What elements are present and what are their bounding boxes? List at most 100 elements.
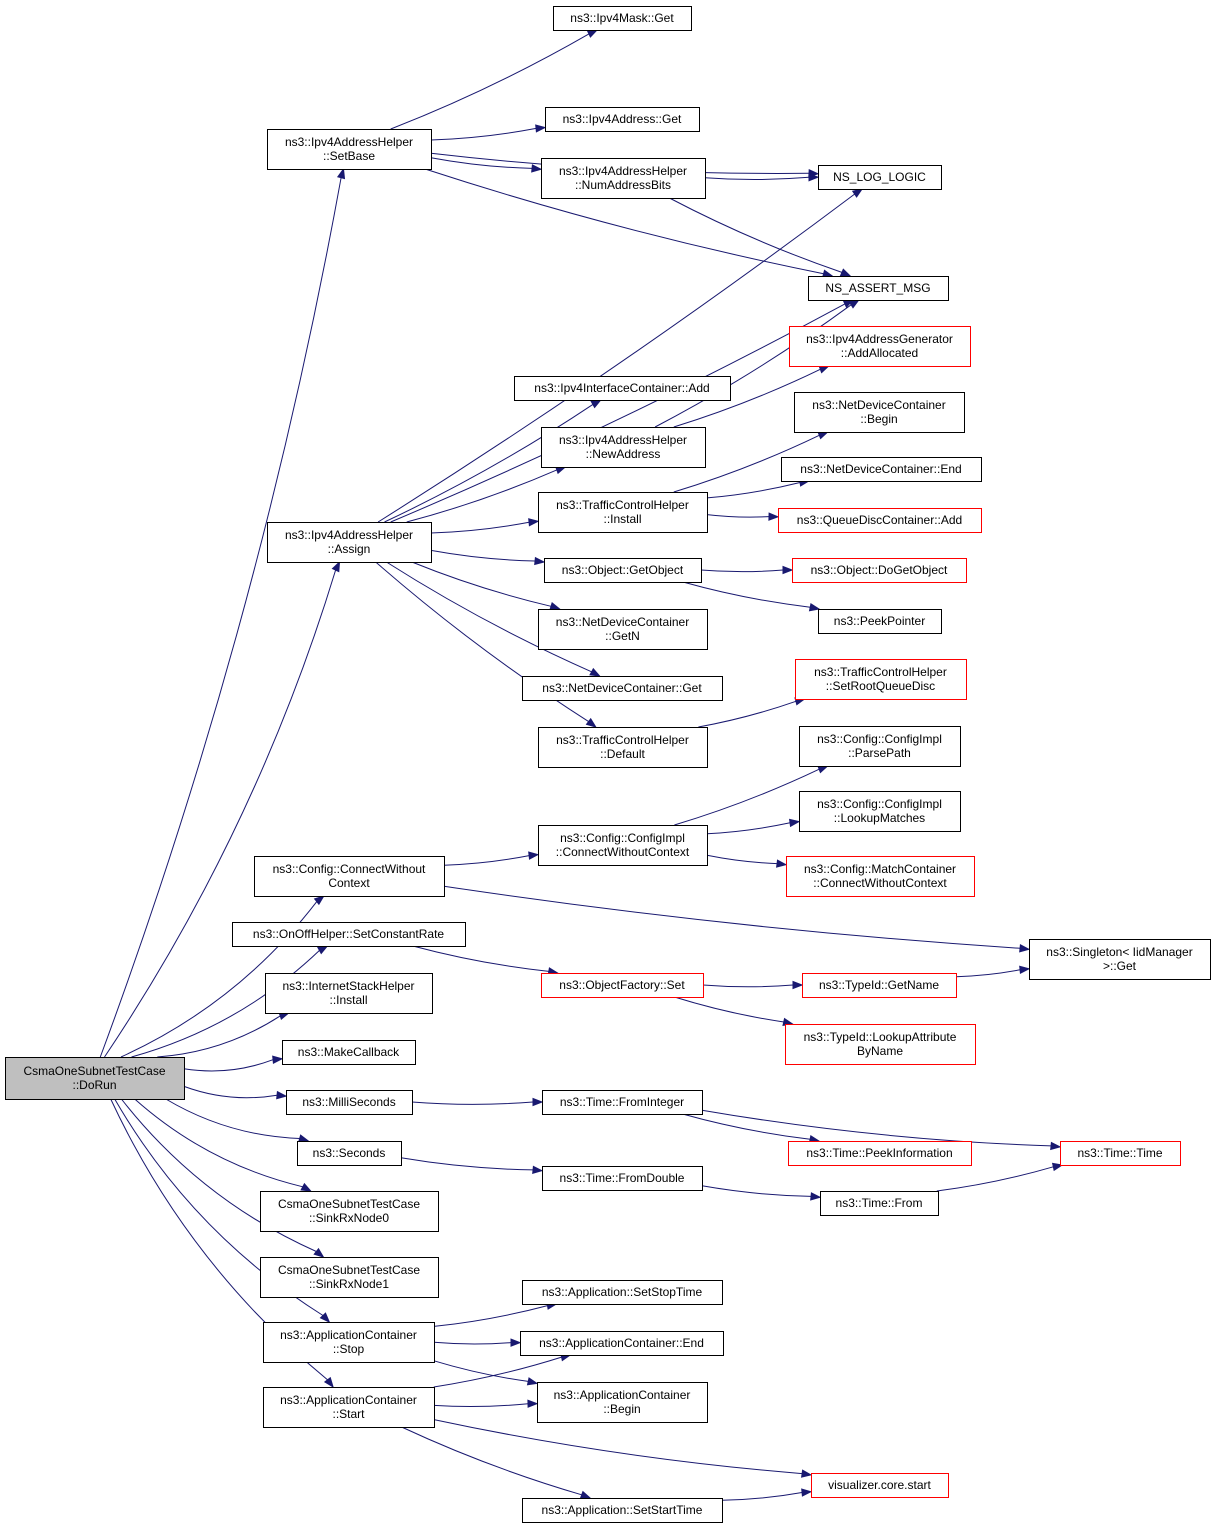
call-edge-cfgimplconnect-to-lookupmatches bbox=[706, 818, 801, 835]
node-label-line: ns3::TypeId::GetName bbox=[819, 978, 939, 992]
node-acend[interactable]: ns3::ApplicationContainer::End bbox=[520, 1331, 724, 1356]
node-setstoptime[interactable]: ns3::Application::SetStopTime bbox=[522, 1280, 723, 1305]
edge-arrowhead bbox=[535, 124, 547, 133]
call-edge-cfgconnect-to-cfgimplconnect bbox=[443, 851, 540, 866]
node-setstarttime[interactable]: ns3::Application::SetStartTime bbox=[522, 1498, 723, 1523]
node-box bbox=[538, 492, 708, 533]
edge-arrowhead bbox=[532, 1097, 544, 1107]
node-root[interactable]: CsmaOneSubnetTestCase::DoRun bbox=[5, 1057, 185, 1100]
call-edge-cfgconnect-to-singletonget bbox=[443, 885, 1031, 953]
edge-arrowhead bbox=[782, 565, 794, 575]
call-edge-assign-to-ndcget bbox=[386, 561, 601, 677]
node-vizstart[interactable]: visualizer.core.start bbox=[811, 1473, 949, 1498]
node-assign[interactable]: ns3::Ipv4AddressHelper::Assign bbox=[267, 522, 432, 563]
node-addrget[interactable]: ns3::Ipv4Address::Get bbox=[545, 107, 700, 132]
node-tchdefault[interactable]: ns3::TrafficControlHelper::Default bbox=[538, 727, 708, 768]
node-addalloc[interactable]: ns3::Ipv4AddressGenerator::AddAllocated bbox=[789, 326, 971, 367]
node-lookupmatches[interactable]: ns3::Config::ConfigImpl::LookupMatches bbox=[799, 791, 961, 832]
edge-arrowhead bbox=[808, 602, 821, 612]
node-label-line: ::Start bbox=[332, 1407, 365, 1421]
node-loglogic[interactable]: NS_LOG_LOGIC bbox=[818, 165, 942, 190]
edge-arrowhead bbox=[848, 299, 860, 309]
node-label-line: ns3::Seconds bbox=[313, 1146, 386, 1160]
call-edge-root-to-sinkrx0 bbox=[134, 1098, 312, 1192]
node-ifadd[interactable]: ns3::Ipv4InterfaceContainer::Add bbox=[514, 376, 731, 401]
node-acstart[interactable]: ns3::ApplicationContainer::Start bbox=[263, 1387, 435, 1428]
edge-arrowhead bbox=[768, 512, 780, 521]
node-ndcend[interactable]: ns3::NetDeviceContainer::End bbox=[781, 457, 982, 482]
node-setrootqd[interactable]: ns3::TrafficControlHelper::SetRootQueueD… bbox=[795, 659, 967, 700]
node-box bbox=[785, 1024, 976, 1065]
call-edge-root-to-setbase bbox=[99, 167, 346, 1058]
edge-line bbox=[443, 885, 1021, 949]
node-label-line: NS_ASSERT_MSG bbox=[825, 281, 930, 295]
node-timefrom[interactable]: ns3::Time::From bbox=[820, 1191, 939, 1216]
node-box bbox=[795, 659, 967, 700]
node-box bbox=[541, 973, 704, 998]
node-sinkrx1[interactable]: CsmaOneSubnetTestCase::SinkRxNode1 bbox=[260, 1257, 439, 1298]
node-ndcbegin[interactable]: ns3::NetDeviceContainer::Begin bbox=[794, 392, 965, 433]
call-edge-root-to-assign bbox=[104, 560, 341, 1058]
node-tchinstall[interactable]: ns3::TrafficControlHelper::Install bbox=[538, 492, 708, 533]
node-millis[interactable]: ns3::MilliSeconds bbox=[286, 1090, 413, 1115]
node-parsepath[interactable]: ns3::Config::ConfigImpl::ParsePath bbox=[799, 726, 961, 767]
edge-line bbox=[121, 1098, 317, 1252]
edge-line bbox=[134, 1098, 303, 1188]
node-label-line: CsmaOneSubnetTestCase bbox=[23, 1064, 165, 1078]
node-ofset[interactable]: ns3::ObjectFactory::Set bbox=[541, 973, 704, 998]
node-assertmsg[interactable]: NS_ASSERT_MSG bbox=[808, 276, 949, 301]
node-mcconnect[interactable]: ns3::Config::MatchContainer::ConnectWith… bbox=[786, 856, 975, 897]
node-box bbox=[808, 276, 949, 301]
node-label-line: ns3::Time::FromInteger bbox=[560, 1095, 684, 1109]
edge-line bbox=[674, 768, 820, 826]
node-dogetobject[interactable]: ns3::Object::DoGetObject bbox=[792, 558, 967, 583]
node-label-line: ::AddAllocated bbox=[841, 346, 918, 360]
node-maskget[interactable]: ns3::Ipv4Mask::Get bbox=[553, 6, 692, 31]
node-label-line: ::Install bbox=[329, 993, 367, 1007]
node-box bbox=[544, 558, 702, 583]
node-qdcadd[interactable]: ns3::QueueDiscContainer::Add bbox=[778, 508, 982, 533]
node-box bbox=[5, 1057, 185, 1100]
node-makecallback[interactable]: ns3::MakeCallback bbox=[282, 1040, 416, 1065]
node-cfgconnect[interactable]: ns3::Config::ConnectWithoutContext bbox=[254, 856, 445, 897]
node-getobject[interactable]: ns3::Object::GetObject bbox=[544, 558, 702, 583]
node-getname[interactable]: ns3::TypeId::GetName bbox=[802, 973, 957, 998]
edge-line bbox=[682, 1113, 811, 1140]
node-setbase[interactable]: ns3::Ipv4AddressHelper::SetBase bbox=[267, 129, 432, 170]
node-box bbox=[553, 6, 692, 31]
call-edges bbox=[99, 29, 1064, 1501]
node-timetime[interactable]: ns3::Time::Time bbox=[1060, 1141, 1181, 1166]
edge-line bbox=[377, 193, 855, 523]
edge-arrowhead bbox=[534, 556, 546, 566]
node-ndcget[interactable]: ns3::NetDeviceContainer::Get bbox=[522, 676, 723, 701]
edge-line bbox=[701, 1185, 812, 1197]
node-ishinstall[interactable]: ns3::InternetStackHelper::Install bbox=[265, 973, 433, 1014]
node-sinkrx0[interactable]: CsmaOneSubnetTestCase::SinkRxNode0 bbox=[260, 1191, 439, 1232]
node-ndcgetn[interactable]: ns3::NetDeviceContainer::GetN bbox=[538, 609, 708, 650]
node-frominteger[interactable]: ns3::Time::FromInteger bbox=[542, 1090, 703, 1115]
node-peekptr[interactable]: ns3::PeekPointer bbox=[818, 609, 942, 634]
node-acstop[interactable]: ns3::ApplicationContainer::Stop bbox=[263, 1322, 435, 1363]
node-newaddr[interactable]: ns3::Ipv4AddressHelper::NewAddress bbox=[541, 427, 706, 468]
call-edge-assign-to-loglogic bbox=[377, 188, 864, 523]
node-cfgimplconnect[interactable]: ns3::Config::ConfigImpl::ConnectWithoutC… bbox=[538, 825, 708, 866]
node-label-line: ByName bbox=[857, 1044, 903, 1058]
node-label-line: ns3::Ipv4Address::Get bbox=[563, 112, 682, 126]
edge-line bbox=[433, 1356, 562, 1388]
node-label-line: ns3::Object::DoGetObject bbox=[811, 563, 948, 577]
call-edge-assign-to-tchinstall bbox=[430, 518, 540, 534]
edge-arrowhead bbox=[510, 1338, 522, 1347]
node-numbits[interactable]: ns3::Ipv4AddressHelper::NumAddressBits bbox=[541, 158, 706, 199]
node-seconds[interactable]: ns3::Seconds bbox=[297, 1141, 402, 1166]
node-fromdouble[interactable]: ns3::Time::FromDouble bbox=[542, 1166, 703, 1191]
edge-line bbox=[99, 177, 342, 1058]
edge-arrowhead bbox=[531, 164, 543, 173]
node-singletonget[interactable]: ns3::Singleton< IidManager>::Get bbox=[1029, 939, 1211, 980]
node-box bbox=[254, 856, 445, 897]
node-label-line: NS_LOG_LOGIC bbox=[833, 170, 926, 184]
node-label-line: ns3::Time::FromDouble bbox=[560, 1171, 685, 1185]
node-setconstrate[interactable]: ns3::OnOffHelper::SetConstantRate bbox=[232, 922, 466, 947]
node-peekinfo[interactable]: ns3::Time::PeekInformation bbox=[788, 1141, 972, 1166]
node-acbegin[interactable]: ns3::ApplicationContainer::Begin bbox=[537, 1382, 708, 1423]
